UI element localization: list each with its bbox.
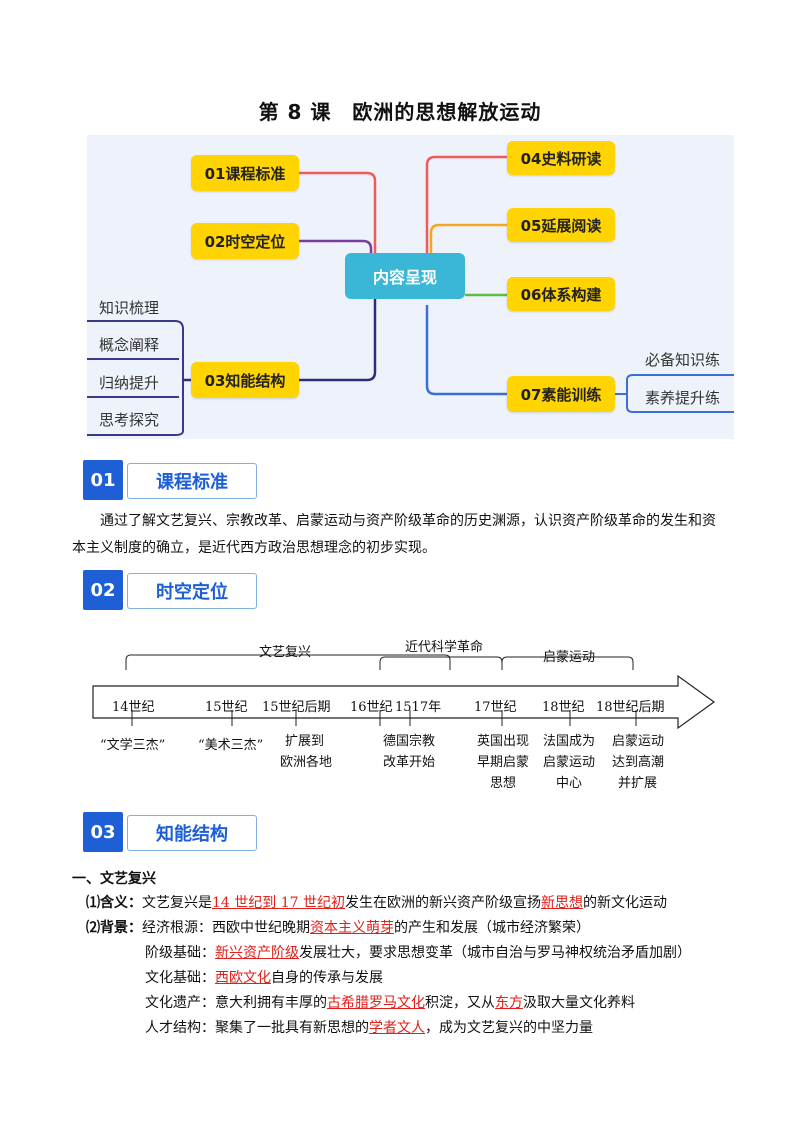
timeline-tick-label: 15世纪后期 [262,700,331,715]
meaning-key-period: 14 世纪到 17 世纪初 [212,895,345,911]
heritage-key: 古希腊罗马文化 [327,995,425,1011]
background-class-line: 阶级基础：新兴资产阶级发展壮大，要求思想变革（城市自治与罗马神权统治矛盾加剧） [145,942,691,962]
econ-key: 资本主义萌芽 [310,920,394,936]
sub-concept-explanation: 概念阐释 [99,336,160,354]
timeline-event: 德国宗教 [383,734,436,749]
econ-text: 的产生和发展（城市经济繁荣） [394,920,590,936]
sub-essential-practice: 必备知识练 [645,351,721,369]
class-text: 发展壮大，要求思想变革（城市自治与罗马神权统治矛盾加剧） [299,945,691,961]
mind-map-connectors [87,155,734,436]
timeline-event: 并扩展 [618,776,658,791]
meaning-text: 的新文化运动 [582,895,667,911]
meaning-line: ⑴含义：文艺复兴是14 世纪到 17 世纪初发生在欧洲的新兴资产阶级宣扬新思想的… [86,892,667,912]
timeline-event: 法国成为 [543,734,596,749]
timeline-event: 中心 [556,776,583,791]
content-heading: 一、文艺复兴 [72,871,156,887]
node-center: 内容呈现 [345,253,465,299]
timeline-event: 改革开始 [383,755,436,770]
heritage-key-east: 东方 [495,995,523,1011]
section-number: 02 [83,570,123,610]
section-label: 时空定位 [127,573,257,609]
node-source-reading: 04史料研读 [507,141,615,175]
page-title: 第 8 课 欧洲的思想解放运动 [258,100,542,124]
sub-knowledge-sorting: 知识梳理 [99,299,160,317]
heritage-text: 积淀，又从 [425,995,495,1011]
timeline-bracket-enlightenment: 启蒙运动 [543,650,596,665]
standard-text-line1: 通过了解文艺复兴、宗教改革、启蒙运动与资产阶级革命的历史渊源，认识资产阶级革命的… [100,513,716,529]
timeline-bracket-science: 近代科学革命 [405,640,484,655]
meaning-key-thought: 新思想 [540,895,583,911]
talent-text: ，成为文艺复兴的中坚力量 [425,1020,593,1036]
timeline-event: 扩展到 [285,734,325,749]
timeline-tick-label: 18世纪 [542,700,585,715]
culture-key: 西欧文化 [215,970,271,986]
node-extended-reading: 05延展阅读 [507,208,615,242]
background-culture-line: 文化基础：西欧文化自身的传承与发展 [145,967,383,987]
node-spacetime: 02时空定位 [191,223,299,259]
node-knowledge-structure: 03知能结构 [191,362,299,398]
timeline-event: 欧洲各地 [280,755,333,770]
talent-text: 人才结构：聚集了一批具有新思想的 [145,1020,369,1036]
meaning-label: ⑴含义： [86,895,142,911]
timeline-event: 达到高潮 [612,755,665,770]
timeline-bracket-renaissance: 文艺复兴 [259,645,312,660]
culture-text: 文化基础： [145,970,215,986]
meaning-text: 文艺复兴是 [142,895,212,911]
class-text: 阶级基础： [145,945,215,961]
talent-key: 学者文人 [369,1020,425,1036]
timeline-tick-label: 16世纪 [350,700,393,715]
culture-text: 自身的传承与发展 [271,970,383,986]
timeline-event: 早期启蒙 [477,755,530,770]
timeline-tick-label: 17世纪 [474,700,517,715]
timeline-graphic [92,654,716,730]
timeline-event: “美术三杰” [198,738,264,753]
meaning-text: 发生在欧洲的新兴资产阶级宣扬 [344,895,541,911]
timeline-event: 英国出现 [477,734,530,749]
timeline-event: 思想 [490,776,517,791]
heritage-text: 文化遗产：意大利拥有丰厚的 [145,995,327,1011]
heritage-text: 汲取大量文化养料 [523,995,635,1011]
sub-literacy-practice: 素养提升练 [645,389,721,407]
node-course-standard: 01课程标准 [191,155,299,191]
standard-text-line2: 本主义制度的确立，是近代西方政治思想理念的初步实现。 [72,540,436,556]
timeline-event: “文学三杰” [100,738,166,753]
background-heritage-line: 文化遗产：意大利拥有丰厚的古希腊罗马文化积淀，又从东方汲取大量文化养料 [145,992,635,1012]
timeline-event: 启蒙运动 [612,734,665,749]
background-label: ⑵背景： [86,920,142,936]
section-label: 课程标准 [127,463,257,499]
section-number: 03 [83,812,123,852]
node-system-building: 06体系构建 [507,277,615,311]
sub-thinking: 思考探究 [99,411,160,429]
node-skill-training: 07素能训练 [507,376,615,412]
section-label: 知能结构 [127,815,257,851]
section-number: 01 [83,460,123,500]
mind-map: 01课程标准 02时空定位 03知能结构 内容呈现 04史料研读 05延展阅读 … [87,135,734,439]
timeline-tick-label: 14世纪 [112,700,155,715]
sub-induction: 归纳提升 [99,374,160,392]
class-key: 新兴资产阶级 [215,945,299,961]
timeline-event: 启蒙运动 [543,755,596,770]
background-econ-line: ⑵背景：经济根源：西欧中世纪晚期资本主义萌芽的产生和发展（城市经济繁荣） [86,917,590,937]
background-talent-line: 人才结构：聚集了一批具有新思想的学者文人，成为文艺复兴的中坚力量 [145,1017,593,1037]
timeline-tick-label: 18世纪后期 [596,700,665,715]
econ-text: 经济根源：西欧中世纪晚期 [142,920,310,936]
timeline-tick-label: 15世纪 [205,700,248,715]
timeline-tick-label: 1517年 [395,700,442,715]
